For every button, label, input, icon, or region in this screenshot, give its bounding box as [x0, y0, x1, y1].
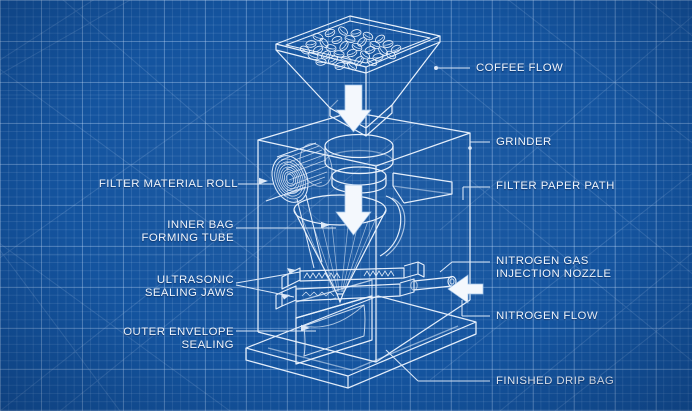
leader-lines [235, 66, 490, 382]
grounds-flow-arrow [335, 184, 372, 236]
label-outer-envelope-sealing-line1: OUTER ENVELOPE [123, 326, 234, 338]
filter-paper-path [379, 172, 453, 257]
label-nitrogen-gas-injection-nozzle-line2: INJECTION NOZZLE [496, 268, 612, 281]
label-inner-bag-forming-tube-line1: INNER BAG [167, 219, 234, 231]
coffee-flow-arrow [335, 84, 372, 133]
finished-drip-bag [295, 279, 373, 365]
label-ultrasonic-sealing-jaws-line2: SEALING JAWS [144, 287, 234, 300]
flow-arrows [335, 84, 484, 304]
label-inner-bag-forming-tube-line2: FORMING TUBE [141, 232, 234, 245]
label-grinder: GRINDER [496, 136, 552, 148]
hopper [275, 15, 441, 137]
label-coffee-flow: COFFEE FLOW [476, 62, 564, 74]
label-finished-drip-bag: FINISHED DRIP BAG [496, 375, 615, 387]
machine-frame [245, 111, 477, 389]
label-filter-material-roll: FILTER MATERIAL ROLL [98, 178, 238, 190]
label-filter-paper-path: FILTER PAPER PATH [496, 180, 615, 192]
label-nitrogen-gas-injection-nozzle-line1: NITROGEN GAS [496, 255, 589, 267]
nitrogen-nozzle [410, 266, 457, 291]
grinder-unit [324, 133, 394, 194]
nitrogen-flow-arrow [447, 274, 484, 304]
label-nitrogen-flow: NITROGEN FLOW [496, 310, 599, 322]
label-ultrasonic-sealing-jaws-line1: ULTRASONIC [156, 274, 234, 286]
leader-ultrasonic-jaws-upper [235, 271, 301, 284]
label-outer-envelope-sealing-line2: SEALING [181, 339, 234, 352]
filter-material-roll [265, 142, 333, 269]
outer-envelope-sealing-jaws [275, 278, 415, 310]
